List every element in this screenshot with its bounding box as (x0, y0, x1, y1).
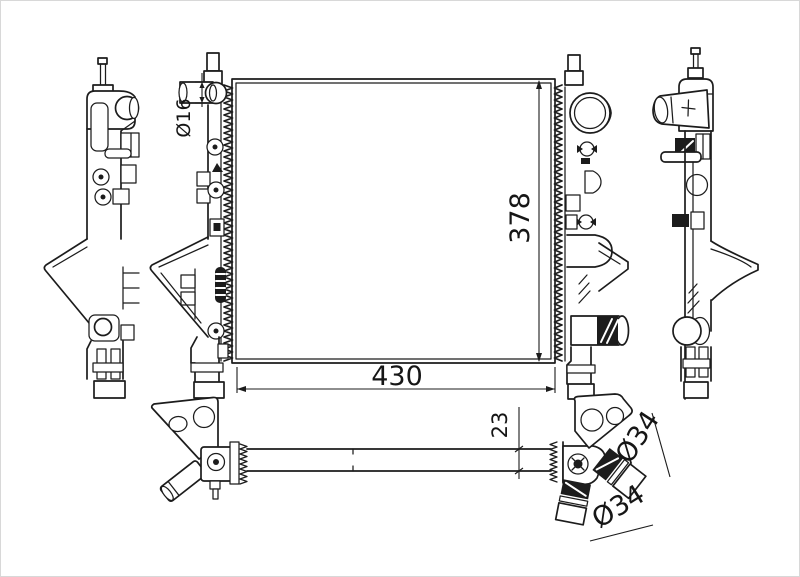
outlet-pipe (570, 315, 630, 346)
dimension-core-width: 430 (236, 361, 556, 393)
bleed-screw (567, 54, 581, 72)
spring-clip (215, 267, 226, 303)
dim-core-height-label: 378 (505, 192, 536, 244)
bottom-right-fitting (549, 393, 647, 526)
mounting-bracket-right (598, 242, 629, 292)
tank-foot-left (190, 336, 229, 399)
front-view-right-tank (553, 54, 630, 400)
dim-core-width-label: 430 (371, 361, 423, 392)
bottom-view: 23 Ø34 Ø34 (150, 393, 671, 542)
tank-foot-right (566, 346, 596, 400)
dimension-core-depth: 23 (488, 407, 524, 479)
tank-cap (206, 52, 220, 72)
side-view-right (652, 47, 759, 400)
front-view-core (231, 78, 556, 364)
hose-stub-upper (592, 447, 647, 500)
mounting-bracket-left (149, 236, 209, 338)
dim-core-depth-label: 23 (488, 412, 512, 439)
side-view-left (43, 57, 140, 399)
hose-outlet (652, 89, 710, 129)
inlet-pipe (178, 81, 228, 105)
dim-inlet-label: Ø16 (173, 98, 195, 137)
front-view-left-tank (149, 52, 234, 399)
hose-stub-lower (554, 479, 591, 526)
mounting-bracket (43, 238, 100, 336)
filler-neck (569, 92, 612, 134)
dimension-inlet: Ø16 (173, 73, 210, 138)
dimension-hose-lower: Ø34 (587, 479, 654, 542)
mounting-bracket (710, 240, 759, 332)
dimension-core-height: 378 (505, 80, 542, 362)
drain-valve (159, 441, 248, 502)
